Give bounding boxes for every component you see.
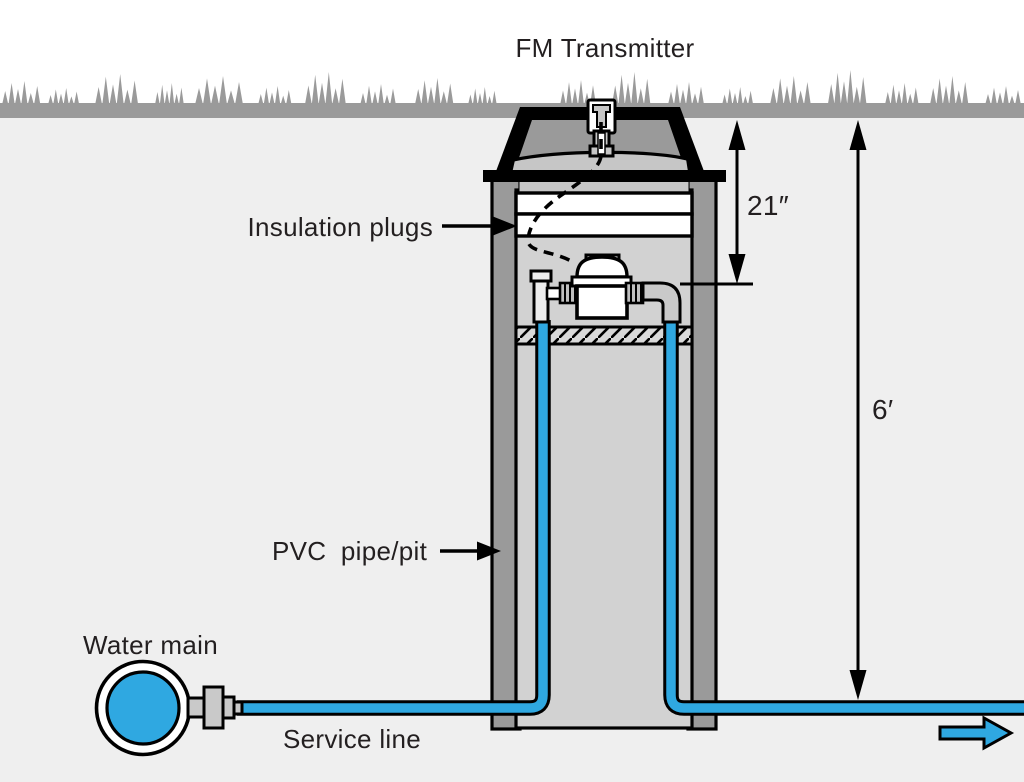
service-line-label: Service line — [283, 724, 421, 754]
water-main-label: Water main — [83, 630, 218, 660]
fm-transmitter-label: FM Transmitter — [515, 33, 695, 63]
meter-elbow — [641, 281, 682, 324]
meter-coupling-right — [624, 281, 645, 305]
meter-valve — [529, 269, 553, 324]
pvc-pipe-leader-arrow — [440, 541, 501, 561]
meter-coupling-left — [558, 281, 579, 305]
dim-arrow-6ft — [849, 120, 867, 700]
transmitter-wire — [526, 122, 603, 264]
insulation-plugs-label: Insulation plugs — [247, 212, 433, 242]
dimension-6ft-label: 6′ — [872, 394, 894, 425]
pit-collar — [483, 170, 726, 182]
flow-direction-arrow-icon — [938, 715, 1015, 751]
service-pipe-right — [663, 320, 1024, 716]
grass-ground-surface — [0, 70, 1024, 118]
dim-arrow-21in — [728, 120, 746, 284]
water-meter-assembly — [529, 253, 682, 324]
water-main — [94, 659, 192, 757]
pvc-pipe-pit-label: PVC pipe/pit — [272, 536, 428, 566]
service-pipe-left — [237, 320, 551, 716]
meter-platform — [514, 325, 694, 346]
water-meter — [570, 253, 633, 320]
insulation-plugs-leader-arrow — [442, 216, 517, 236]
insulation-plug-top — [514, 191, 694, 216]
corporation-stop-fitting — [186, 685, 244, 730]
dimension-21in-label: 21″ — [747, 190, 789, 221]
insulation-plug-bottom — [514, 212, 694, 238]
